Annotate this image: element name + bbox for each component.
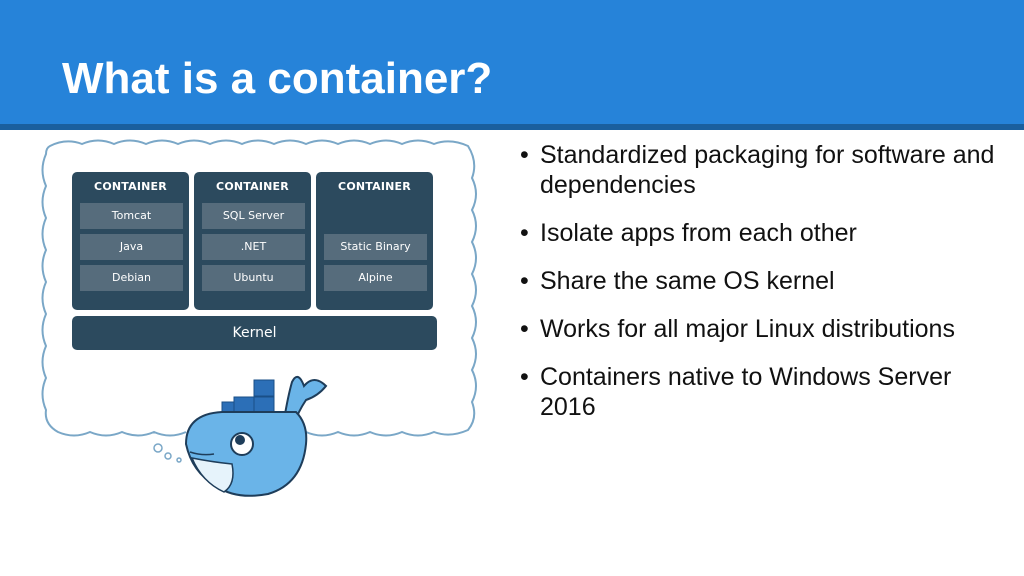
bullet-item: Share the same OS kernel	[516, 266, 996, 296]
title-bar	[0, 0, 1024, 124]
container-header: CONTAINER	[94, 180, 167, 193]
bullet-list: Standardized packaging for software and …	[516, 140, 996, 440]
bullet-item: Isolate apps from each other	[516, 218, 996, 248]
slide-title: What is a container?	[62, 54, 493, 103]
bullet-item: Works for all major Linux distributions	[516, 314, 996, 344]
layer-label: Debian	[112, 271, 151, 284]
layer-label: Tomcat	[111, 209, 152, 222]
layer-label: Ubuntu	[233, 271, 274, 284]
layer-label: .NET	[240, 240, 267, 253]
layer-label: Alpine	[358, 271, 393, 284]
docker-whale-icon	[184, 375, 328, 497]
container-header: CONTAINER	[338, 180, 411, 193]
container-diagram: CONTAINER CONTAINER CONTAINER Tomcat Jav…	[36, 134, 481, 504]
kernel-label: Kernel	[232, 325, 277, 341]
container-header: CONTAINER	[216, 180, 289, 193]
layer-label: Static Binary	[340, 240, 411, 253]
layer-label: Java	[119, 240, 144, 253]
title-divider	[0, 124, 1024, 130]
bullet-item: Containers native to Windows Server 2016	[516, 362, 996, 422]
layer-label: SQL Server	[222, 209, 285, 222]
bullet-item: Standardized packaging for software and …	[516, 140, 996, 200]
thought-cloud	[41, 139, 477, 497]
